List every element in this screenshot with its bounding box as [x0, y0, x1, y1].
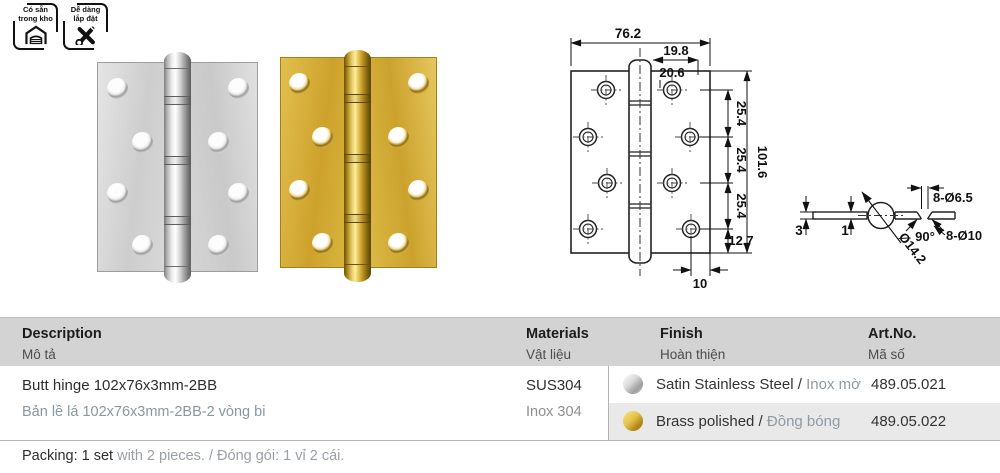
packing-label: Packing: 1 set	[22, 448, 114, 464]
packing-info: Packing: 1 set with 2 pieces. / Đóng gói…	[22, 448, 344, 464]
dim-pitch-1: 25.4	[734, 101, 749, 127]
technical-drawing-side: Ø14.2 3 1 90° 8-Ø6.5 8-Ø10	[795, 184, 982, 267]
finish-row-satin-stainless: Satin Stainless Steel / Inox mờ 489.05.0…	[609, 366, 1000, 403]
art-no: 489.05.022	[871, 413, 947, 430]
finish-name: Brass polished / Đồng bóng	[656, 413, 841, 430]
dim-bottom-offset: 12.7	[728, 233, 753, 248]
dim-edge-offset: 10	[693, 276, 707, 291]
hinge-leaf	[280, 57, 352, 268]
screw-hole	[131, 234, 153, 256]
art-no: 489.05.021	[871, 376, 947, 393]
technical-drawing-front: 76.2 19.8 20.6 25.4 25.4 25.4 101.6 12.7	[570, 26, 770, 291]
screw-hole	[227, 77, 249, 99]
product-material: SUS304 Inox 304	[526, 373, 582, 425]
material-vi: Inox 304	[526, 404, 582, 420]
screw-hole	[106, 182, 128, 204]
warehouse-icon	[24, 25, 47, 45]
screw-hole	[106, 77, 128, 99]
screw-hole	[387, 126, 409, 148]
tools-icon	[74, 26, 96, 47]
header-description: Description Mô tả	[22, 326, 102, 362]
header-artno: Art.No. Mã số	[868, 326, 917, 362]
dim-height: 101.6	[755, 146, 770, 179]
screw-hole	[311, 232, 333, 254]
screw-hole	[311, 126, 333, 148]
satin-stainless-swatch-icon	[623, 374, 643, 394]
hinge-knuckle	[164, 52, 191, 283]
header-materials: Materials Vật liệu	[526, 326, 589, 362]
screw-hole	[407, 72, 429, 94]
dim-hole: 20.6	[659, 65, 684, 80]
dim-hole-spec: 8-Ø6.5	[933, 190, 973, 205]
table-bottom-rule	[0, 440, 1000, 441]
dim-pitch-2: 25.4	[734, 147, 749, 173]
screw-hole	[131, 131, 153, 153]
finish-row-brass-polished: Brass polished / Đồng bóng 489.05.022	[609, 403, 1000, 440]
spec-table-body: Butt hinge 102x76x3mm-2BB Bản lề lá 102x…	[0, 366, 1000, 440]
column-divider	[608, 366, 609, 440]
screw-hole	[387, 232, 409, 254]
dim-countersink-spec: 8-Ø10	[946, 228, 982, 243]
spec-table-header: Description Mô tả Materials Vật liệu Fin…	[0, 317, 1000, 367]
dim-pitch-3: 25.4	[734, 193, 749, 219]
dim-clearance: 1	[841, 223, 849, 238]
dim-top-offset: 19.8	[663, 43, 688, 58]
description-en: Butt hinge 102x76x3mm-2BB	[22, 377, 218, 394]
dim-thickness: 3	[795, 223, 803, 238]
finish-options: Satin Stainless Steel / Inox mờ 489.05.0…	[609, 366, 1000, 440]
screw-hole	[207, 131, 229, 153]
description-vi: Bản lề lá 102x76x3mm-2BB-2 vòng bi	[22, 404, 266, 420]
hinge-knuckle	[344, 50, 371, 282]
screw-hole	[288, 72, 310, 94]
screw-hole	[407, 179, 429, 201]
screw-hole	[207, 234, 229, 256]
product-photo-brass	[280, 50, 437, 282]
product-photo-stainless	[97, 52, 258, 283]
screw-hole	[288, 179, 310, 201]
dim-width: 76.2	[615, 26, 641, 41]
header-finish: Finish Hoàn thiện	[660, 326, 726, 362]
product-description: Butt hinge 102x76x3mm-2BB Bản lề lá 102x…	[22, 373, 265, 425]
material-en: SUS304	[526, 377, 582, 394]
packing-detail: with 2 pieces. / Đóng gói: 1 vỉ 2 cái.	[113, 448, 345, 464]
screw-hole	[227, 182, 249, 204]
dim-countersink-angle: 90°	[915, 229, 935, 244]
finish-name: Satin Stainless Steel / Inox mờ	[656, 376, 861, 393]
brass-polished-swatch-icon	[623, 411, 643, 431]
